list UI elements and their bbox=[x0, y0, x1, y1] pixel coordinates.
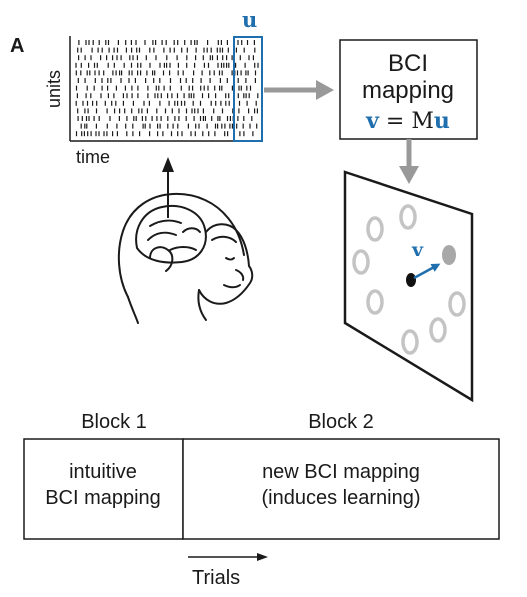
eq-m: M bbox=[411, 109, 434, 134]
bci-equation: v = Mu bbox=[365, 108, 450, 134]
target-top bbox=[399, 204, 417, 230]
arrow-to-raster bbox=[162, 157, 174, 218]
trials-axis: Trials bbox=[188, 553, 268, 589]
analysis-window bbox=[233, 36, 263, 142]
cursor bbox=[406, 273, 416, 287]
target-bottom bbox=[401, 329, 419, 355]
block1-line1: intuitive bbox=[69, 461, 137, 483]
target-upper-left bbox=[366, 216, 384, 242]
block2-title: Block 2 bbox=[308, 411, 374, 433]
block2-line2: (induces learning) bbox=[262, 487, 421, 509]
panel-label: A bbox=[10, 35, 24, 57]
bci-box-line1: BCI bbox=[388, 50, 428, 77]
block1-line2: BCI mapping bbox=[45, 487, 161, 509]
target-lower-left bbox=[366, 289, 384, 315]
target-lower-right bbox=[429, 317, 447, 343]
raster-y-label: units bbox=[44, 70, 64, 108]
trials-label: Trials bbox=[192, 567, 240, 589]
task-screen: v bbox=[343, 170, 474, 403]
velocity-label: v bbox=[411, 239, 424, 261]
window-label-u: u bbox=[242, 7, 257, 32]
block2-box bbox=[182, 438, 500, 540]
target-right bbox=[448, 291, 466, 317]
velocity-arrow bbox=[413, 263, 441, 280]
target-ring bbox=[352, 204, 466, 355]
target-left bbox=[352, 249, 370, 275]
arrow-to-screen bbox=[399, 139, 419, 184]
arrow-to-bci bbox=[264, 80, 334, 100]
block2-line1: new BCI mapping bbox=[262, 461, 420, 483]
bci-box-line2: mapping bbox=[362, 77, 454, 104]
spike-raster: units time u bbox=[44, 7, 263, 167]
block-timeline: Block 1 Block 2 intuitive BCI mapping ne… bbox=[23, 411, 500, 540]
bci-mapping-box: BCI mapping v = Mu bbox=[339, 39, 478, 140]
block1-box bbox=[23, 438, 184, 540]
monkey-illustration bbox=[117, 192, 254, 324]
raster-x-label: time bbox=[76, 147, 110, 167]
eq-v: v bbox=[365, 108, 380, 134]
eq-equals: = bbox=[379, 109, 411, 134]
spike-ticks bbox=[75, 40, 259, 137]
active-target bbox=[442, 245, 456, 265]
block1-title: Block 1 bbox=[81, 411, 147, 433]
eq-u: u bbox=[434, 108, 450, 134]
